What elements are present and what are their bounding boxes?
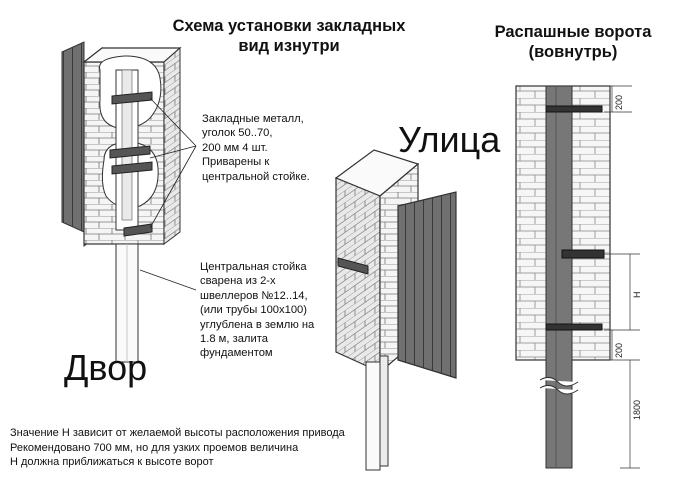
title-left-line: Схема установки закладных [172,17,406,35]
note-line: (или трубы 100х100) [200,304,308,317]
right-elevation [515,85,640,469]
left-pillar [61,41,197,363]
note-line: 200 мм 4 шт. [202,141,268,154]
label-yard: Двор [64,347,148,388]
footer-line: Н должна приближаться к высоте ворот [10,456,214,468]
left-gate-leaf [61,41,85,233]
note-line: уголок 50..70, [202,127,273,140]
note-line: центральной стойке. [202,170,310,183]
footer-line: Рекомендовано 700 мм, но для узких проем… [10,441,299,454]
footer-line: Значение Н зависит от желаемой высоты ра… [10,427,345,439]
embed-4 [123,223,153,237]
title-left: Схема установки закладных вид изнутри [150,16,428,56]
note-line: фундаментом [200,347,273,360]
title-right-line: (вовнутрь) [528,43,618,61]
note-post: Центральная стойка сварена из 2-х швелле… [200,260,340,361]
middle-pillar [334,149,457,471]
dim-depth-label: 1800 [632,400,642,420]
note-line: Центральная стойка [200,261,307,273]
dim-h-label: H [632,292,642,299]
middle-gate-leaf [397,191,457,379]
note-line: углублена в землю на [200,318,315,331]
footer-note: Значение Н зависит от желаемой высоты ра… [10,426,390,470]
title-right: Распашные ворота (вовнутрь) [466,22,680,62]
note-line: Приварены к [202,156,270,169]
note-line: швеллеров №12..14, [200,289,308,302]
label-street: Улица [398,119,501,160]
note-embeds: Закладные металл, уголок 50..70, 200 мм … [202,112,342,184]
note-line: сварена из 2-х [200,275,276,288]
embed-3 [111,161,153,175]
note-line: 1.8 м, залита [200,333,268,346]
embed-2 [109,145,151,159]
dim-bottom-label: 200 [614,343,624,358]
note-line: Закладные металл, [202,113,304,125]
dim-top-label: 200 [614,95,624,110]
title-left-line: вид изнутри [238,37,340,55]
title-right-line: Распашные ворота [494,23,652,41]
